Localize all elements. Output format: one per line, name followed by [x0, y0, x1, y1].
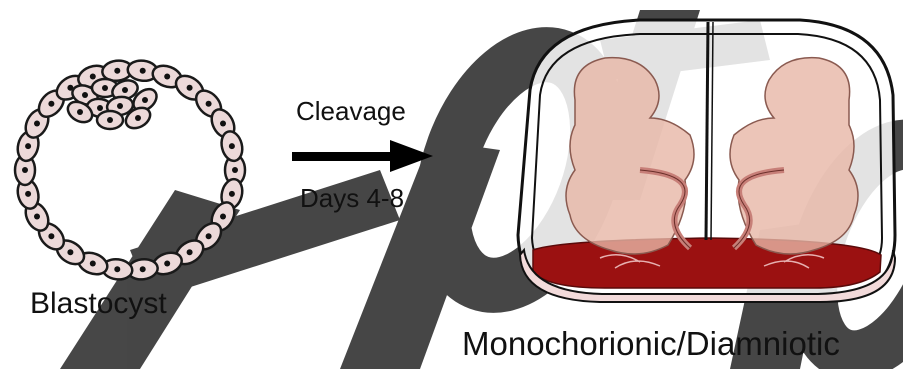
placenta [533, 238, 881, 288]
cell-nucleus [34, 214, 40, 220]
cell-nucleus [77, 109, 83, 115]
cell-nucleus [122, 87, 128, 93]
cell-nucleus [90, 74, 96, 80]
cell-nucleus [25, 143, 31, 149]
cell-nucleus [97, 105, 103, 111]
cell-nucleus [206, 101, 212, 107]
blastocyst-label: Blastocyst [30, 287, 167, 321]
amnion-divider [706, 22, 708, 240]
cleavage-arrow-icon [292, 140, 433, 172]
cell-nucleus [107, 117, 113, 123]
twin-pregnancy-icon [518, 20, 895, 302]
cell-nucleus [229, 191, 235, 197]
twin-type-label: Monochorionic/Diamniotic [462, 325, 840, 363]
cell-nucleus [25, 191, 31, 197]
cell-nucleus [140, 68, 146, 74]
cell-nucleus [164, 261, 170, 267]
cell-nucleus [67, 249, 73, 255]
cell-nucleus [48, 101, 54, 107]
cell-nucleus [34, 121, 40, 127]
cell-nucleus [48, 233, 54, 239]
blastocyst-icon [15, 59, 245, 281]
cell-nucleus [114, 68, 120, 74]
cell-nucleus [187, 249, 193, 255]
days-label: Days 4-8 [300, 183, 404, 214]
cell-nucleus [82, 92, 88, 98]
cleavage-label: Cleavage [296, 96, 406, 127]
cell-nucleus [140, 266, 146, 272]
cell-nucleus [135, 115, 141, 121]
cell-nucleus [220, 121, 226, 127]
cell-nucleus [229, 143, 235, 149]
cell-nucleus [90, 261, 96, 267]
cell-nucleus [206, 233, 212, 239]
cell-nucleus [117, 103, 123, 109]
cell-nucleus [114, 266, 120, 272]
cell-nucleus [142, 97, 148, 103]
cell-nucleus [232, 167, 238, 173]
cell-nucleus [102, 85, 108, 91]
cell-nucleus [220, 214, 226, 220]
cell-nucleus [22, 167, 28, 173]
cell-nucleus [164, 74, 170, 80]
cell-nucleus [187, 85, 193, 91]
